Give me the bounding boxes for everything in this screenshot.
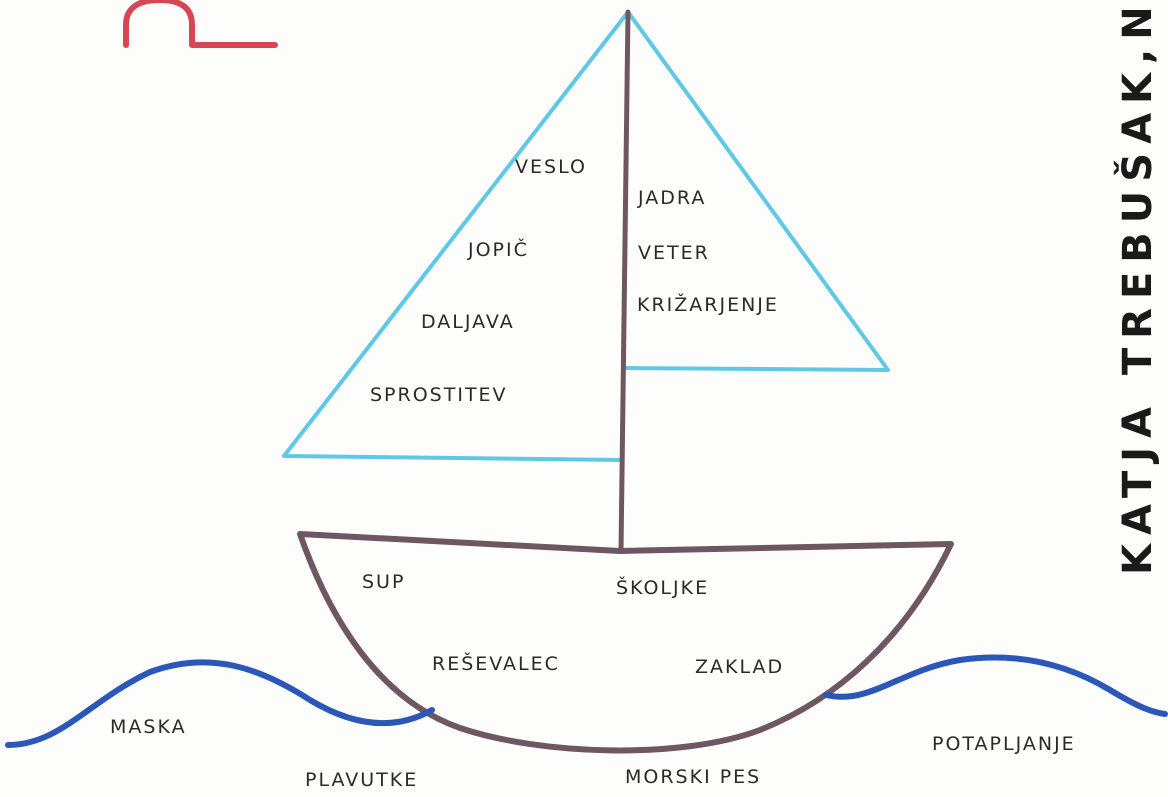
wave-left	[5, 659, 435, 748]
author-name: KATJA TREBUŠAK,NEJA	[1115, 0, 1161, 575]
hull-word: SUP	[362, 571, 406, 593]
right-sail-word: VETER	[638, 242, 710, 264]
left-sail	[282, 10, 630, 462]
water-word: MASKA	[110, 716, 187, 738]
water-word: MORSKI PES	[625, 766, 762, 788]
right-sail-word: JADRA	[638, 187, 707, 209]
sun-shape	[123, 0, 278, 48]
water-word: PLAVUTKE	[305, 769, 419, 791]
left-sail-word: DALJAVA	[421, 311, 515, 333]
water-word: POTAPLJANJE	[932, 733, 1076, 755]
wave-right	[823, 654, 1168, 717]
right-sail	[624, 10, 890, 372]
hull-word: REŠEVALEC	[432, 653, 560, 675]
boat-hull	[297, 531, 954, 754]
hull-word: ŠKOLJKE	[616, 577, 710, 599]
hull-word: ZAKLAD	[695, 656, 785, 678]
left-sail-word: JOPIČ	[468, 239, 529, 261]
left-sail-word: VESLO	[515, 156, 587, 178]
mast	[618, 9, 631, 554]
left-sail-word: SPROSTITEV	[370, 384, 508, 406]
right-sail-word: KRIŽARJENJE	[637, 294, 779, 316]
